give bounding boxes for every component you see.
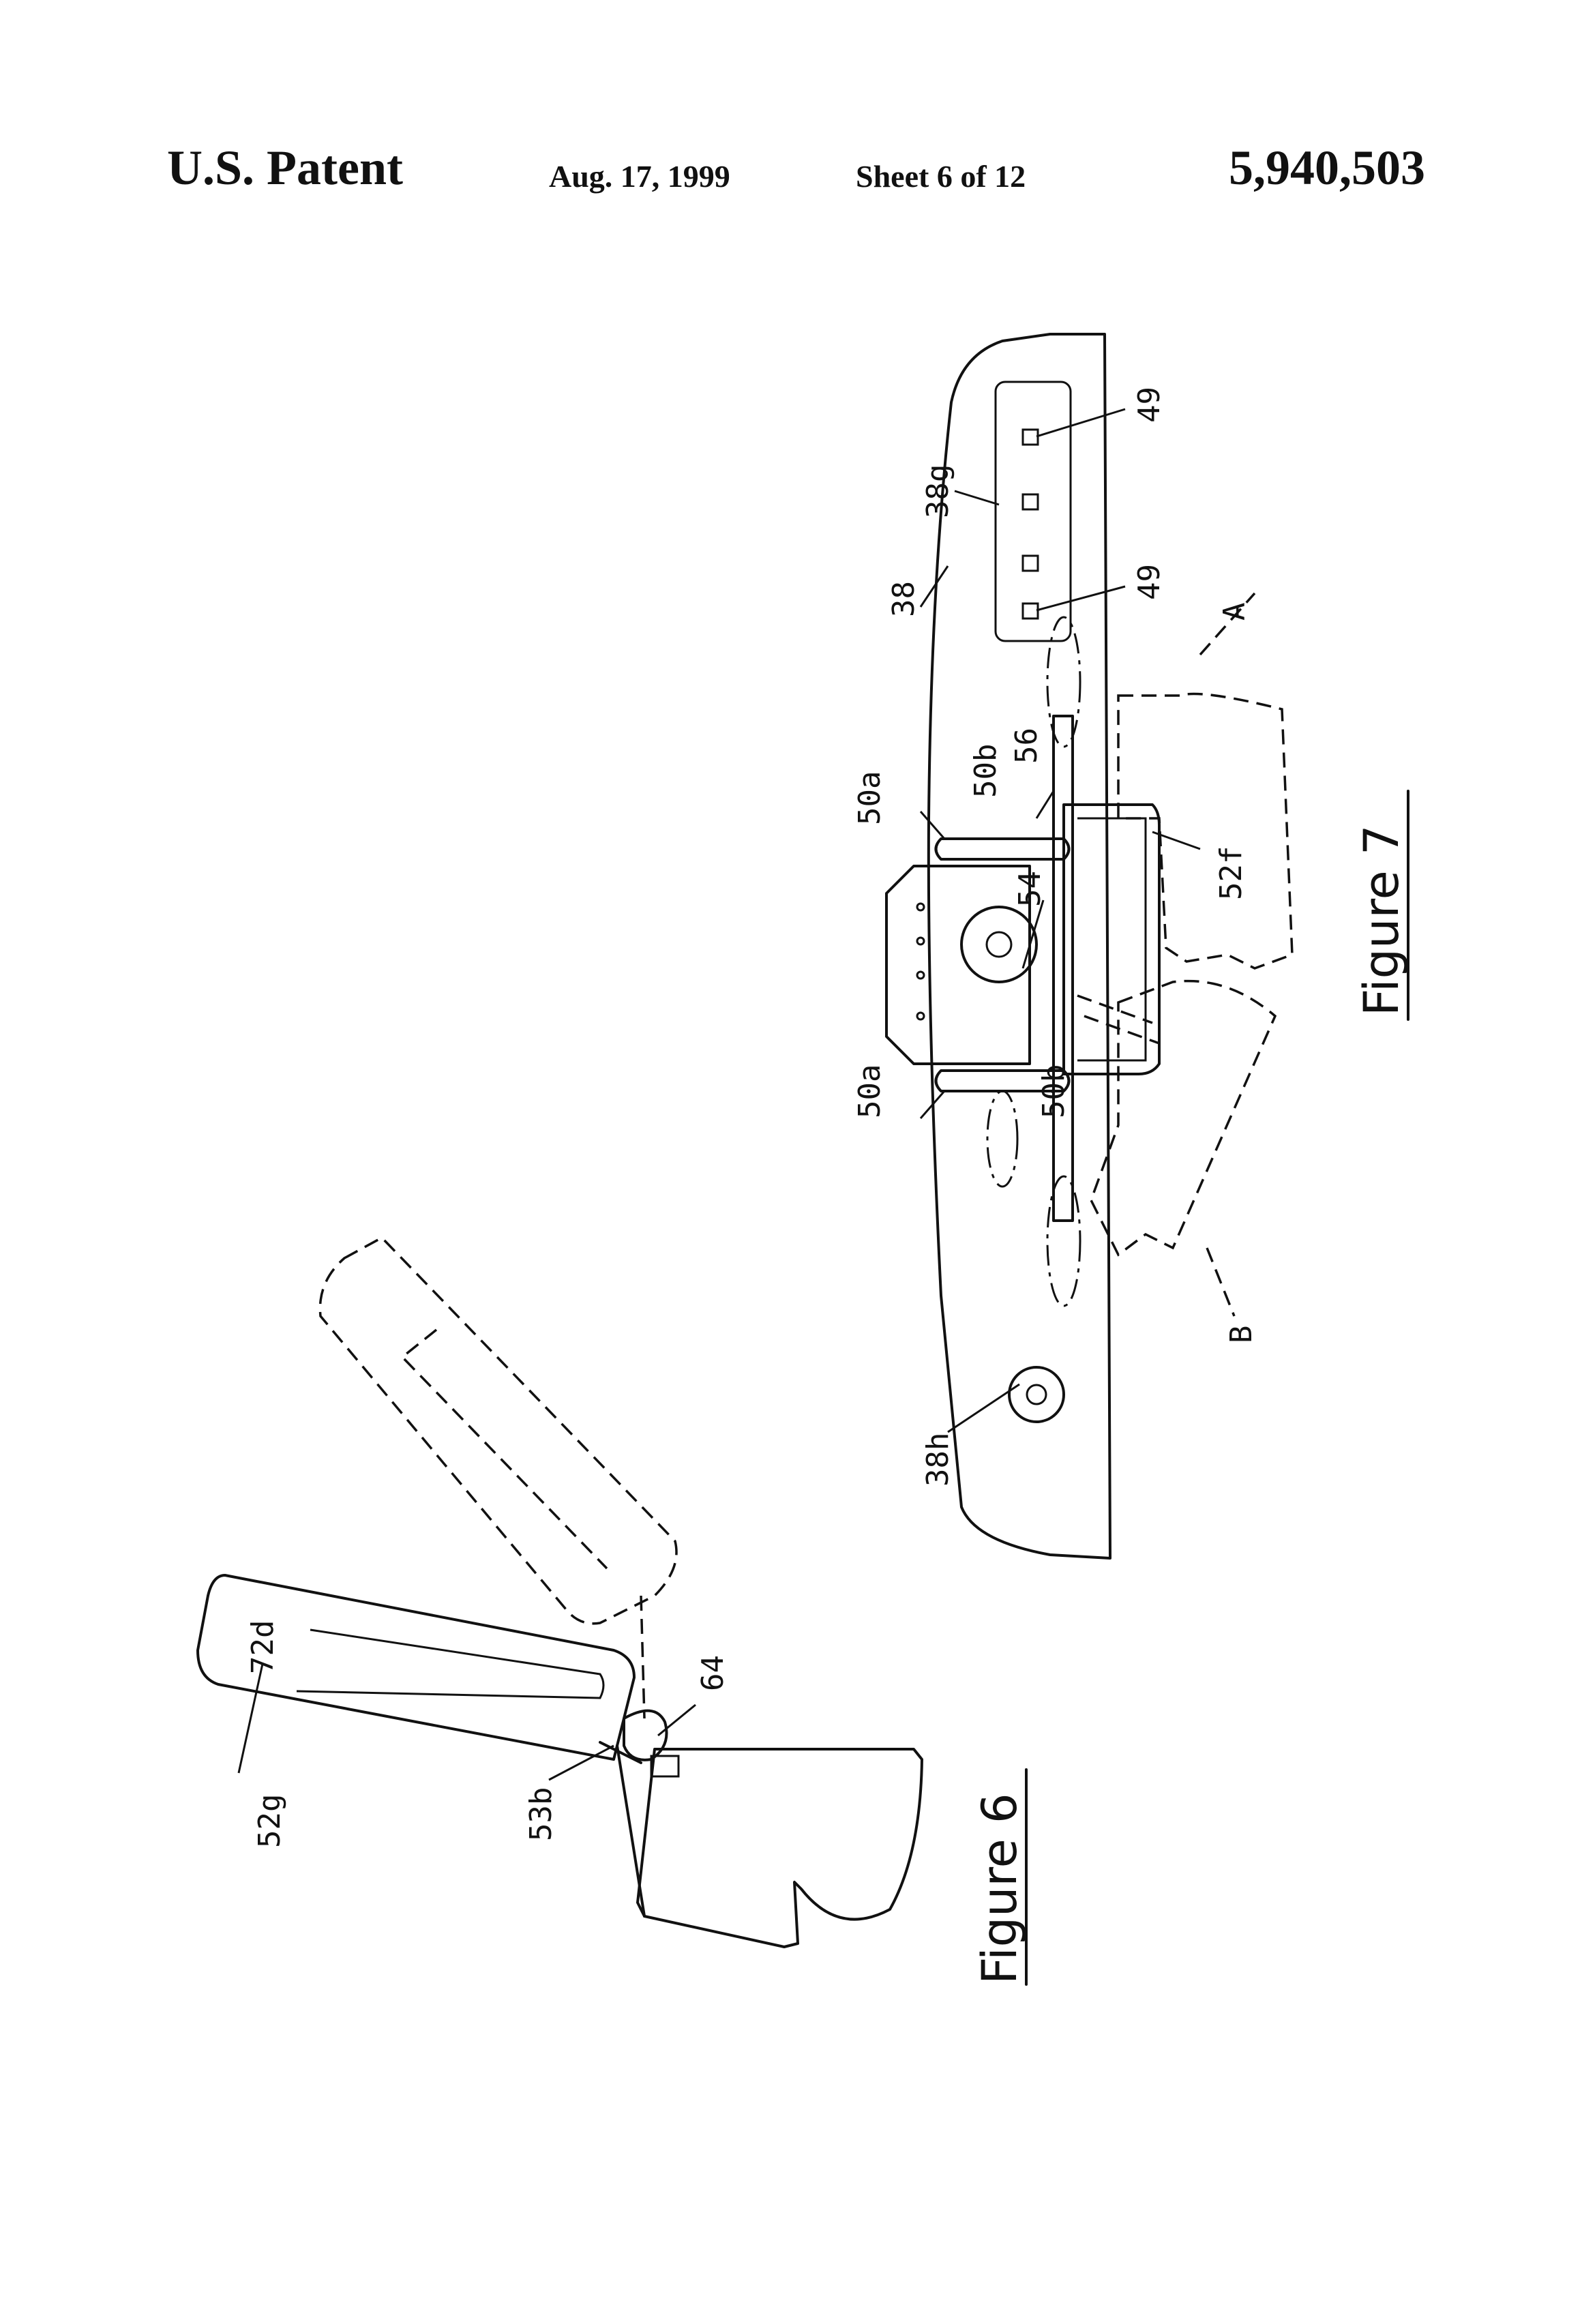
label-54: 54 bbox=[1013, 871, 1047, 907]
label-52g: 52g bbox=[252, 1794, 287, 1848]
outline-A bbox=[1118, 694, 1292, 969]
label-53b: 53b bbox=[524, 1787, 558, 1841]
label-38g: 38g bbox=[921, 464, 955, 518]
label-49-top: 49 bbox=[1132, 387, 1167, 423]
label-50a-top: 50a bbox=[852, 771, 887, 825]
outline-B bbox=[1091, 981, 1275, 1255]
label-50b-top: 50b bbox=[968, 744, 1003, 798]
figure-7: 38 38g 49 49 50a 50a 50b 50b 56 54 52f A… bbox=[852, 334, 1409, 1558]
label-72d: 72d bbox=[245, 1620, 280, 1674]
label-38: 38 bbox=[886, 581, 921, 617]
label-49-bottom: 49 bbox=[1132, 564, 1167, 600]
label-50b-bottom: 50b bbox=[1036, 1064, 1071, 1118]
hole-38h bbox=[1009, 1367, 1064, 1422]
label-50a-bottom: 50a bbox=[852, 1064, 887, 1118]
label-64: 64 bbox=[696, 1655, 730, 1691]
label-38h: 38h bbox=[921, 1433, 955, 1487]
figure-6-caption: Figure 6 bbox=[972, 1793, 1028, 1984]
label-52f: 52f bbox=[1214, 846, 1249, 900]
figure-7-caption: Figure 7 bbox=[1354, 824, 1409, 1016]
base-housing bbox=[638, 1749, 922, 1947]
label-A: A bbox=[1217, 603, 1252, 621]
recess-38g bbox=[996, 382, 1071, 641]
arm-dashed-position bbox=[320, 1238, 676, 1624]
figure-6: 72d 52g 53b 64 Figure 6 bbox=[198, 1238, 1028, 1984]
label-B: B bbox=[1224, 1326, 1259, 1344]
label-56: 56 bbox=[1009, 728, 1044, 764]
